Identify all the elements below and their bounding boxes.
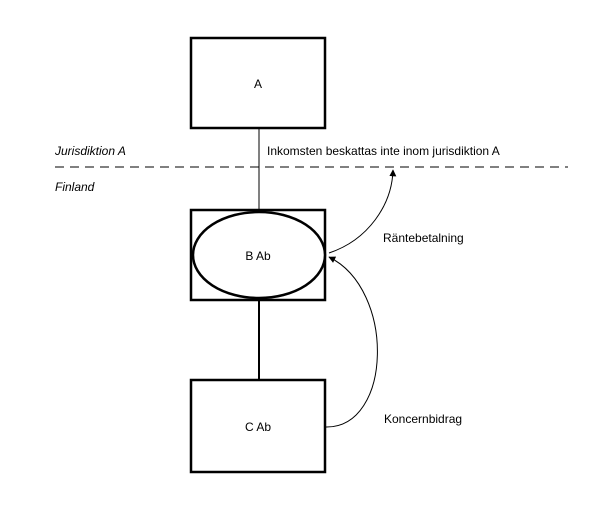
- taxation-note: Inkomsten beskattas inte inom jurisdikti…: [267, 144, 500, 158]
- node-b-label: B Ab: [245, 249, 271, 263]
- group-contribution-arrow: [325, 256, 378, 428]
- node-a-label: A: [254, 77, 262, 91]
- jurisdiction-upper-label: Jurisdiktion A: [54, 144, 126, 158]
- group-contribution-label: Koncernbidrag: [384, 412, 462, 426]
- node-b-ellipse: [191, 210, 327, 300]
- node-c: C Ab: [189, 378, 327, 474]
- node-c-label: C Ab: [245, 420, 271, 434]
- interest-payment-arrow: [328, 169, 397, 254]
- node-b: B Ab: [189, 208, 327, 302]
- node-a: A: [189, 36, 327, 130]
- jurisdiction-lower-label: Finland: [55, 180, 95, 194]
- interest-payment-label: Räntebetalning: [383, 231, 464, 245]
